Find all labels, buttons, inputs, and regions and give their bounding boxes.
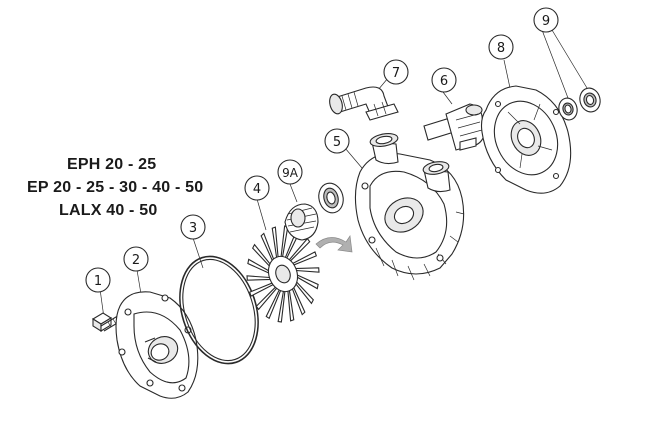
callout-1: 1 bbox=[85, 267, 111, 293]
part-2-cover-plate bbox=[115, 269, 199, 399]
callout-6: 6 bbox=[431, 67, 457, 93]
part-5-pump-body bbox=[344, 133, 465, 281]
svg-text:8: 8 bbox=[497, 41, 505, 56]
part-7-elbow bbox=[329, 77, 399, 121]
part-8-flange-ring bbox=[480, 59, 572, 194]
impeller-vane bbox=[287, 286, 295, 322]
model-line-ep: EP 20 - 25 - 30 - 40 - 50 bbox=[27, 179, 204, 196]
impeller-vane bbox=[271, 226, 279, 262]
callout-2: 2 bbox=[123, 246, 149, 272]
part-3-o-ring bbox=[179, 237, 259, 365]
svg-text:1: 1 bbox=[94, 274, 102, 289]
model-line-lalx: LALX 40 - 50 bbox=[59, 202, 158, 219]
svg-text:3: 3 bbox=[189, 221, 197, 236]
callout-3: 3 bbox=[180, 214, 206, 240]
callout-9a: 9A bbox=[277, 159, 303, 185]
part-6-hose-fitting bbox=[423, 91, 485, 151]
rotation-arrow-icon bbox=[315, 235, 353, 253]
model-line-eph: EPH 20 - 25 bbox=[67, 156, 157, 173]
part-9-bearings bbox=[541, 29, 601, 121]
impeller-vane bbox=[246, 275, 273, 281]
svg-text:9: 9 bbox=[542, 14, 550, 29]
svg-text:2: 2 bbox=[132, 253, 140, 268]
callout-7: 7 bbox=[383, 59, 409, 85]
callout-5: 5 bbox=[324, 128, 350, 154]
impeller-vane bbox=[293, 267, 320, 273]
svg-text:4: 4 bbox=[253, 182, 261, 197]
callout-8: 8 bbox=[488, 34, 514, 60]
svg-text:9A: 9A bbox=[282, 166, 299, 180]
callout-9: 9 bbox=[533, 7, 559, 33]
part-4-impeller bbox=[246, 198, 320, 323]
svg-text:6: 6 bbox=[440, 74, 448, 89]
part-9a-mechanical-seal bbox=[284, 182, 344, 241]
svg-text:5: 5 bbox=[333, 135, 341, 150]
svg-text:7: 7 bbox=[392, 66, 400, 81]
callout-4: 4 bbox=[244, 175, 270, 201]
